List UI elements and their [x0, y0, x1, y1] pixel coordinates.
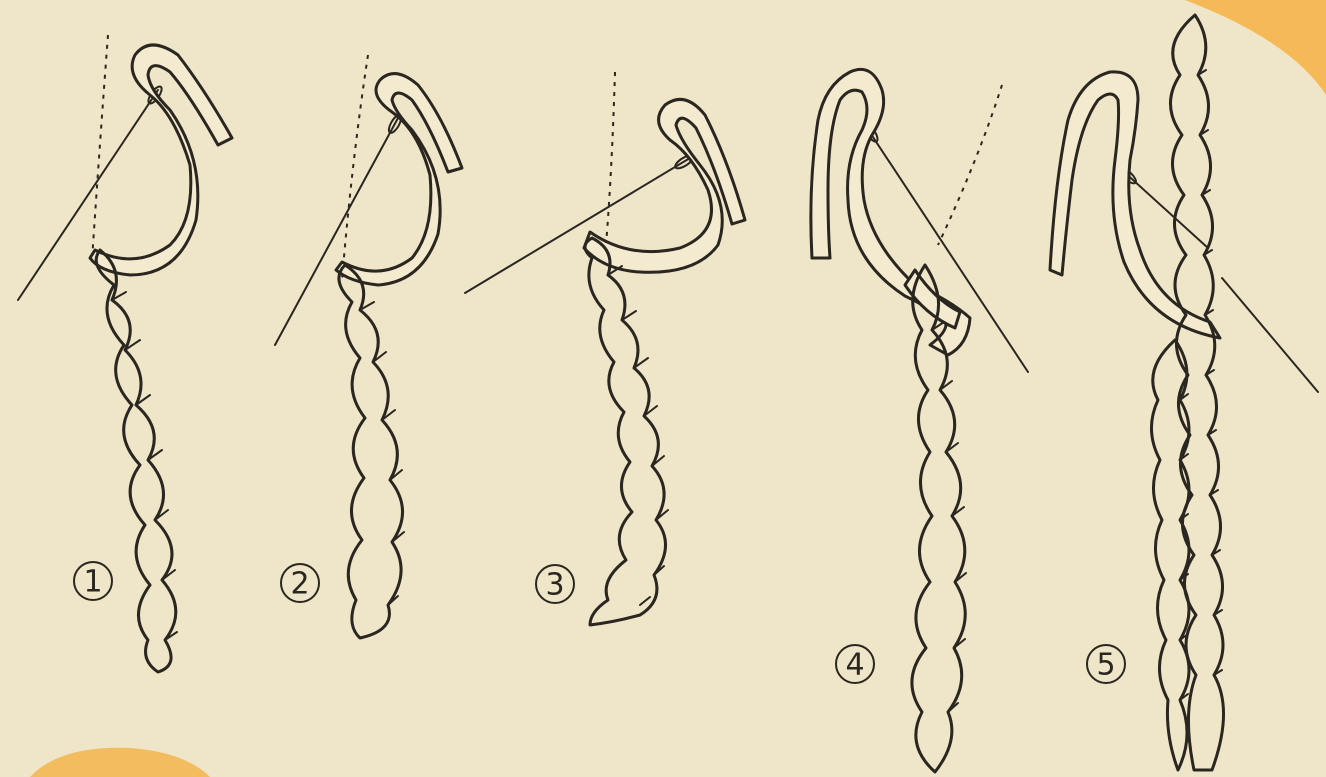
- step-number: 3: [545, 568, 564, 603]
- step-number: 5: [1096, 648, 1115, 683]
- step-number: 1: [83, 565, 102, 600]
- step-number: 4: [845, 648, 864, 683]
- step-number: 2: [290, 567, 309, 602]
